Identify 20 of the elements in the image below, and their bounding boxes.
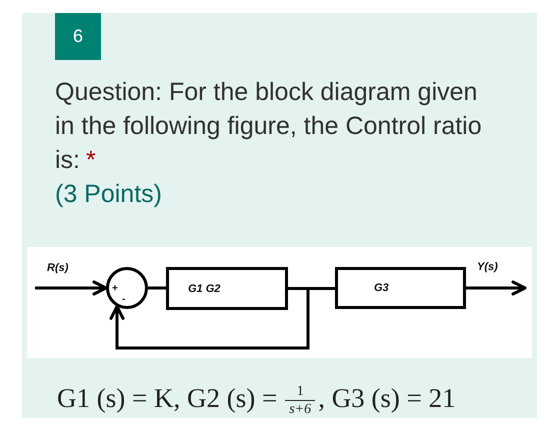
summing-junction [106,267,148,309]
input-arrow [35,280,108,296]
points-label: (3 Points) [55,179,162,210]
block-label: G3 [374,282,389,294]
signal-label: Y(s) [477,261,498,273]
transfer-function-block [166,267,288,310]
block-label: G1 G2 [188,282,220,294]
formula-text: G1 (s) = K, G2 (s) = [57,382,278,414]
question-text: Question: For the block diagram given in the following figure, the Control ratio is: * [55,77,483,176]
fraction-numerator: 1 [296,385,304,399]
fraction-denominator: s+6 [289,402,312,417]
signal-line [148,286,166,290]
feedback-arrow [110,287,310,350]
formula-text: , G3 (s) = 21 [318,382,456,414]
transfer-function-block [335,267,466,309]
signal-label: R(s) [47,262,68,274]
output-arrow [466,280,526,296]
question-number-badge: 6 [55,13,101,60]
minus-sign: - [122,295,126,305]
plus-sign: + [112,284,118,294]
